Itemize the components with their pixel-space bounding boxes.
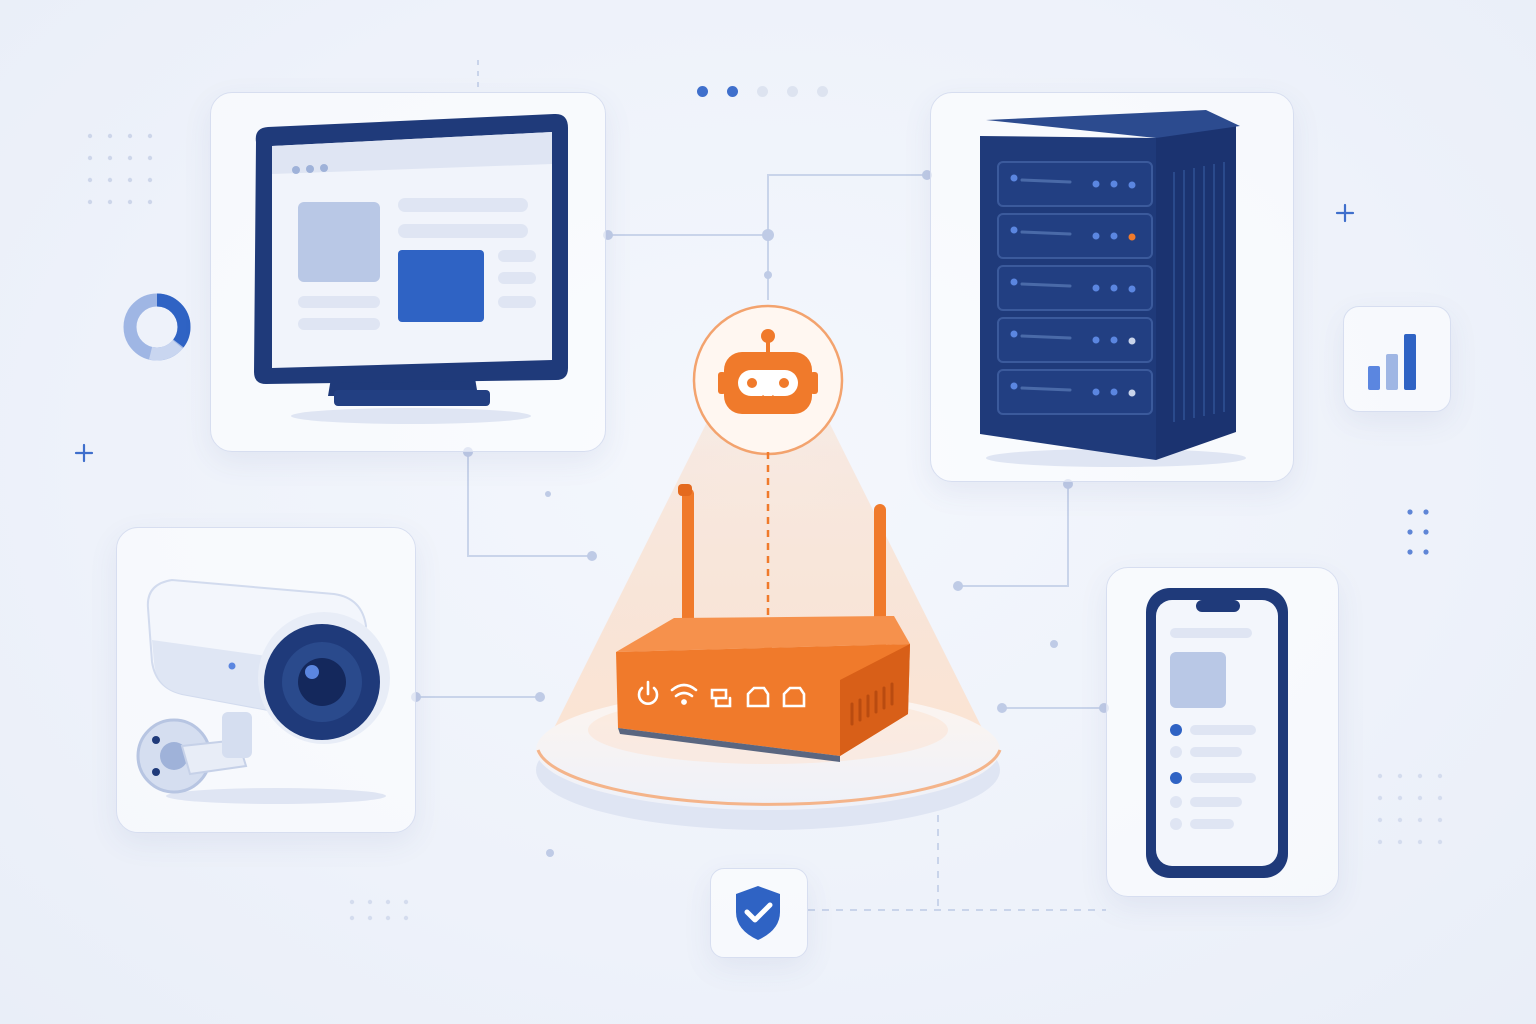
page-dot — [697, 85, 708, 97]
plus-icon — [74, 443, 94, 463]
lan-icon — [746, 686, 770, 708]
camera-icon — [136, 578, 390, 804]
link-server-phone — [958, 482, 1069, 587]
router-icon — [616, 484, 910, 762]
dot-grid-right — [1407, 509, 1429, 555]
wan-icon — [782, 686, 806, 708]
power-icon — [637, 680, 659, 705]
dot-grid-bottom-right — [1377, 773, 1443, 845]
dot-grid-bottom-left — [349, 899, 409, 921]
page-dot — [787, 85, 798, 97]
security-tile[interactable] — [710, 868, 808, 958]
donut-chart-icon — [123, 293, 191, 361]
page-dot — [817, 85, 828, 97]
server-icon — [980, 110, 1246, 467]
page-dot — [727, 85, 738, 97]
monitor-icon — [254, 113, 568, 424]
robot-icon — [692, 304, 844, 456]
wifi-icon — [670, 683, 698, 698]
plus-icon — [1335, 203, 1355, 223]
shield-check-icon — [736, 886, 780, 940]
link-server-junction — [767, 174, 930, 235]
link-monitor-bottom — [467, 450, 592, 557]
bar-chart-icon — [1368, 334, 1416, 390]
link-icon — [710, 688, 732, 708]
page-indicator — [697, 84, 837, 98]
dot-grid-top-left — [87, 133, 153, 205]
phone-icon — [1146, 588, 1288, 878]
page-dot — [757, 85, 768, 97]
